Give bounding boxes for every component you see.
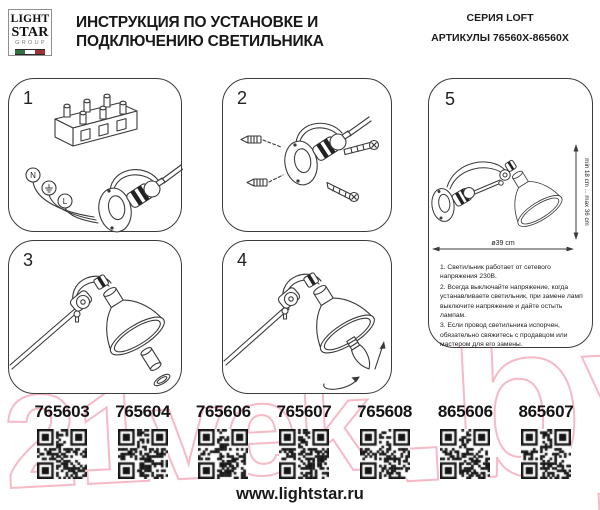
assembled-lamp-diagram: min 18 cm ... max 36 cm ø39 cm — [431, 144, 590, 252]
safety-notes: 1. Светильник работает от сетевого напря… — [440, 263, 585, 350]
articles-row: 765603 765604 765606 765607 765608 86560… — [24, 402, 584, 479]
step-number-2: 2 — [237, 88, 248, 108]
series-label: СЕРИЯ LOFT — [466, 12, 534, 24]
step-panel-1: 1 — [8, 78, 183, 233]
bulb-drawing — [346, 336, 371, 370]
wall-mount-drawing — [284, 116, 372, 186]
qr-code — [520, 429, 571, 479]
line-wire-label: L — [63, 197, 68, 206]
shade-assembly-diagram — [9, 274, 171, 387]
article-column: 865607 — [508, 402, 584, 479]
step-panel-4: 4 — [222, 240, 392, 394]
article-column: 765607 — [266, 402, 342, 479]
ring-drawing — [153, 373, 171, 387]
diameter-dimension-label: ø39 cm — [491, 240, 515, 247]
step-number-1: 1 — [23, 88, 34, 108]
qr-code — [440, 429, 491, 479]
article-number: 865607 — [518, 402, 574, 421]
logo-word-star: STAR — [11, 24, 49, 40]
qr-code — [37, 429, 87, 479]
qr-code — [198, 429, 249, 479]
lightstar-logo: LIGHT STAR GROUP — [8, 9, 52, 56]
title-line-1: ИНСТРУКЦИЯ ПО УСТАНОВКЕ И — [76, 14, 319, 31]
mounting-diagram — [240, 116, 380, 203]
note-2: 2. Всегда выключайте напряжение, когда у… — [440, 283, 583, 319]
article-number: 765607 — [276, 402, 332, 421]
step-number-5: 5 — [445, 89, 456, 109]
neutral-wire-label: N — [30, 171, 36, 180]
note-3: 3. Если провод светильника испорчен, обя… — [440, 322, 568, 348]
screw-icon — [326, 139, 380, 203]
lamp-shade-drawing — [511, 170, 563, 227]
qr-code — [359, 429, 410, 479]
qr-code — [117, 429, 168, 479]
lamp-shade-drawing — [313, 284, 375, 370]
article-column: 765606 — [185, 402, 261, 479]
qr-code — [278, 429, 329, 479]
website-url: www.lightstar.ru — [236, 485, 364, 503]
article-column: 765603 — [24, 402, 100, 479]
insert-arrow-icon — [374, 341, 386, 370]
bulb-installation-diagram — [223, 272, 386, 390]
note-1: 1. Светильник работает от сетевого напря… — [440, 264, 551, 281]
lamp-shade-drawing — [103, 286, 165, 356]
wiring-diagram: N L — [25, 93, 183, 233]
article-number: 765608 — [357, 402, 413, 421]
article-column: 865606 — [427, 402, 503, 479]
wall-mount-drawing — [98, 164, 183, 233]
logo-word-light: LIGHT — [10, 13, 50, 25]
italian-flag-icon — [15, 49, 45, 55]
article-column: 765604 — [105, 402, 181, 479]
header-right: СЕРИЯ LOFT АРТИКУЛЫ 76560X-86560X — [406, 12, 594, 44]
step-number-3: 3 — [23, 250, 34, 270]
step-panel-5: 5 — [428, 78, 593, 348]
article-column: 765608 — [347, 402, 423, 479]
page-title: ИНСТРУКЦИЯ ПО УСТАНОВКЕ И ПОДКЛЮЧЕНИЮ СВ… — [76, 14, 324, 52]
article-number: 765606 — [195, 402, 251, 421]
height-dimension-label: min 18 cm ... max 36 cm — [583, 158, 590, 225]
article-number: 765604 — [115, 402, 171, 421]
logo-word-group: GROUP — [15, 39, 47, 46]
rotate-arrow-icon — [323, 376, 360, 390]
diameter-dimension-arrow — [432, 246, 574, 252]
height-dimension-arrow — [573, 144, 579, 240]
article-number: 765603 — [34, 402, 90, 421]
wall-anchor-icon — [240, 135, 284, 187]
socket-sleeve-drawing — [140, 347, 162, 371]
step-number-4: 4 — [237, 250, 248, 270]
terminal-block-drawing — [54, 93, 138, 147]
article-number: 865606 — [437, 402, 493, 421]
title-line-2: ПОДКЛЮЧЕНИЮ СВЕТИЛЬНИКА — [76, 32, 324, 50]
step-panel-2: 2 — [222, 78, 392, 232]
earth-symbol — [45, 184, 53, 193]
articles-range-label: АРТИКУЛЫ 76560X-86560X — [431, 32, 569, 44]
step-panel-3: 3 — [8, 240, 182, 394]
